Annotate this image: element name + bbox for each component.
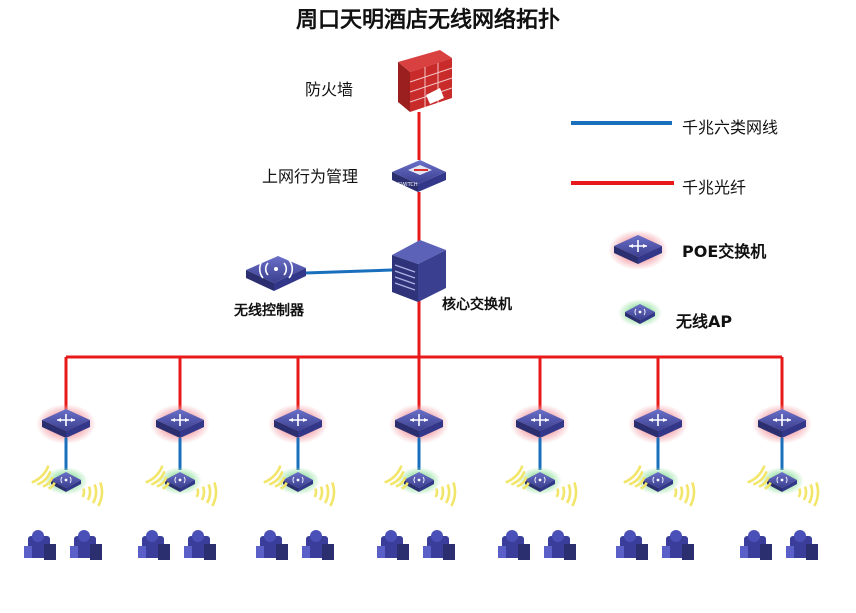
behavior-management-icon: SWITCH xyxy=(392,160,446,192)
cat6-controller-to-core xyxy=(304,268,393,275)
signal-right-2 xyxy=(195,481,218,507)
user-left-7 xyxy=(740,530,772,560)
branch-6 xyxy=(616,357,696,560)
branch-group xyxy=(24,357,820,560)
branch-3 xyxy=(256,357,336,560)
signal-right-4 xyxy=(434,481,457,507)
legend-fiber-label: 千兆光纤 xyxy=(682,178,747,197)
branch-5 xyxy=(498,357,578,560)
legend-poe-switch-label: POE交换机 xyxy=(682,242,767,261)
user-left-6 xyxy=(616,530,648,560)
poe-switch-3 xyxy=(268,404,328,444)
wireless-ap-5 xyxy=(518,467,562,495)
signal-left-3 xyxy=(263,465,288,490)
user-left-5 xyxy=(498,530,530,560)
signal-right-7 xyxy=(797,481,820,507)
legend-ap-label: 无线AP xyxy=(676,312,733,331)
wireless-controller-label: 无线控制器 xyxy=(234,303,304,319)
legend-ap-icon xyxy=(618,299,662,327)
legend-poe-switch-icon xyxy=(608,230,668,270)
user-right-6 xyxy=(662,530,694,560)
legend-ap-shape xyxy=(618,299,662,327)
poe-switch-7 xyxy=(752,404,812,444)
user-right-3 xyxy=(302,530,334,560)
wireless-ap-1 xyxy=(44,467,88,495)
poe-switch-1 xyxy=(36,404,96,444)
poe-switch-5 xyxy=(510,404,570,444)
behavior-management-label: 上网行为管理 xyxy=(262,167,359,186)
signal-left-4 xyxy=(384,465,409,490)
user-left-3 xyxy=(256,530,288,560)
user-right-1 xyxy=(70,530,102,560)
signal-left-1 xyxy=(31,465,56,490)
branch-7 xyxy=(740,357,820,560)
signal-right-6 xyxy=(673,481,696,507)
wireless-controller-icon xyxy=(246,256,306,291)
user-right-4 xyxy=(423,530,455,560)
user-left-2 xyxy=(138,530,170,560)
branch-4 xyxy=(377,357,457,560)
branch-1 xyxy=(24,357,104,560)
user-left-1 xyxy=(24,530,56,560)
firewall-icon xyxy=(398,50,453,112)
legend-poe-switch-shape xyxy=(608,230,668,270)
signal-right-3 xyxy=(313,481,336,507)
signal-left-2 xyxy=(145,465,170,490)
page-title: 周口天明酒店无线网络拓扑 xyxy=(295,7,560,33)
user-right-7 xyxy=(786,530,818,560)
signal-left-7 xyxy=(747,465,772,490)
user-right-2 xyxy=(184,530,216,560)
signal-right-1 xyxy=(81,481,104,507)
poe-switch-6 xyxy=(628,404,688,444)
svg-text:SWITCH: SWITCH xyxy=(398,182,418,188)
signal-left-5 xyxy=(505,465,530,490)
firewall-label: 防火墙 xyxy=(305,80,354,99)
wireless-ap-4 xyxy=(397,467,441,495)
signal-left-6 xyxy=(623,465,648,490)
signal-right-5 xyxy=(555,481,578,507)
poe-switch-2 xyxy=(150,404,210,444)
core-switch-label: 核心交换机 xyxy=(442,297,512,313)
user-left-4 xyxy=(377,530,409,560)
core-switch-icon xyxy=(392,240,446,302)
poe-switch-4 xyxy=(389,404,449,444)
branch-2 xyxy=(138,357,218,560)
user-right-5 xyxy=(544,530,576,560)
legend-cat6-label: 千兆六类网线 xyxy=(682,118,779,137)
